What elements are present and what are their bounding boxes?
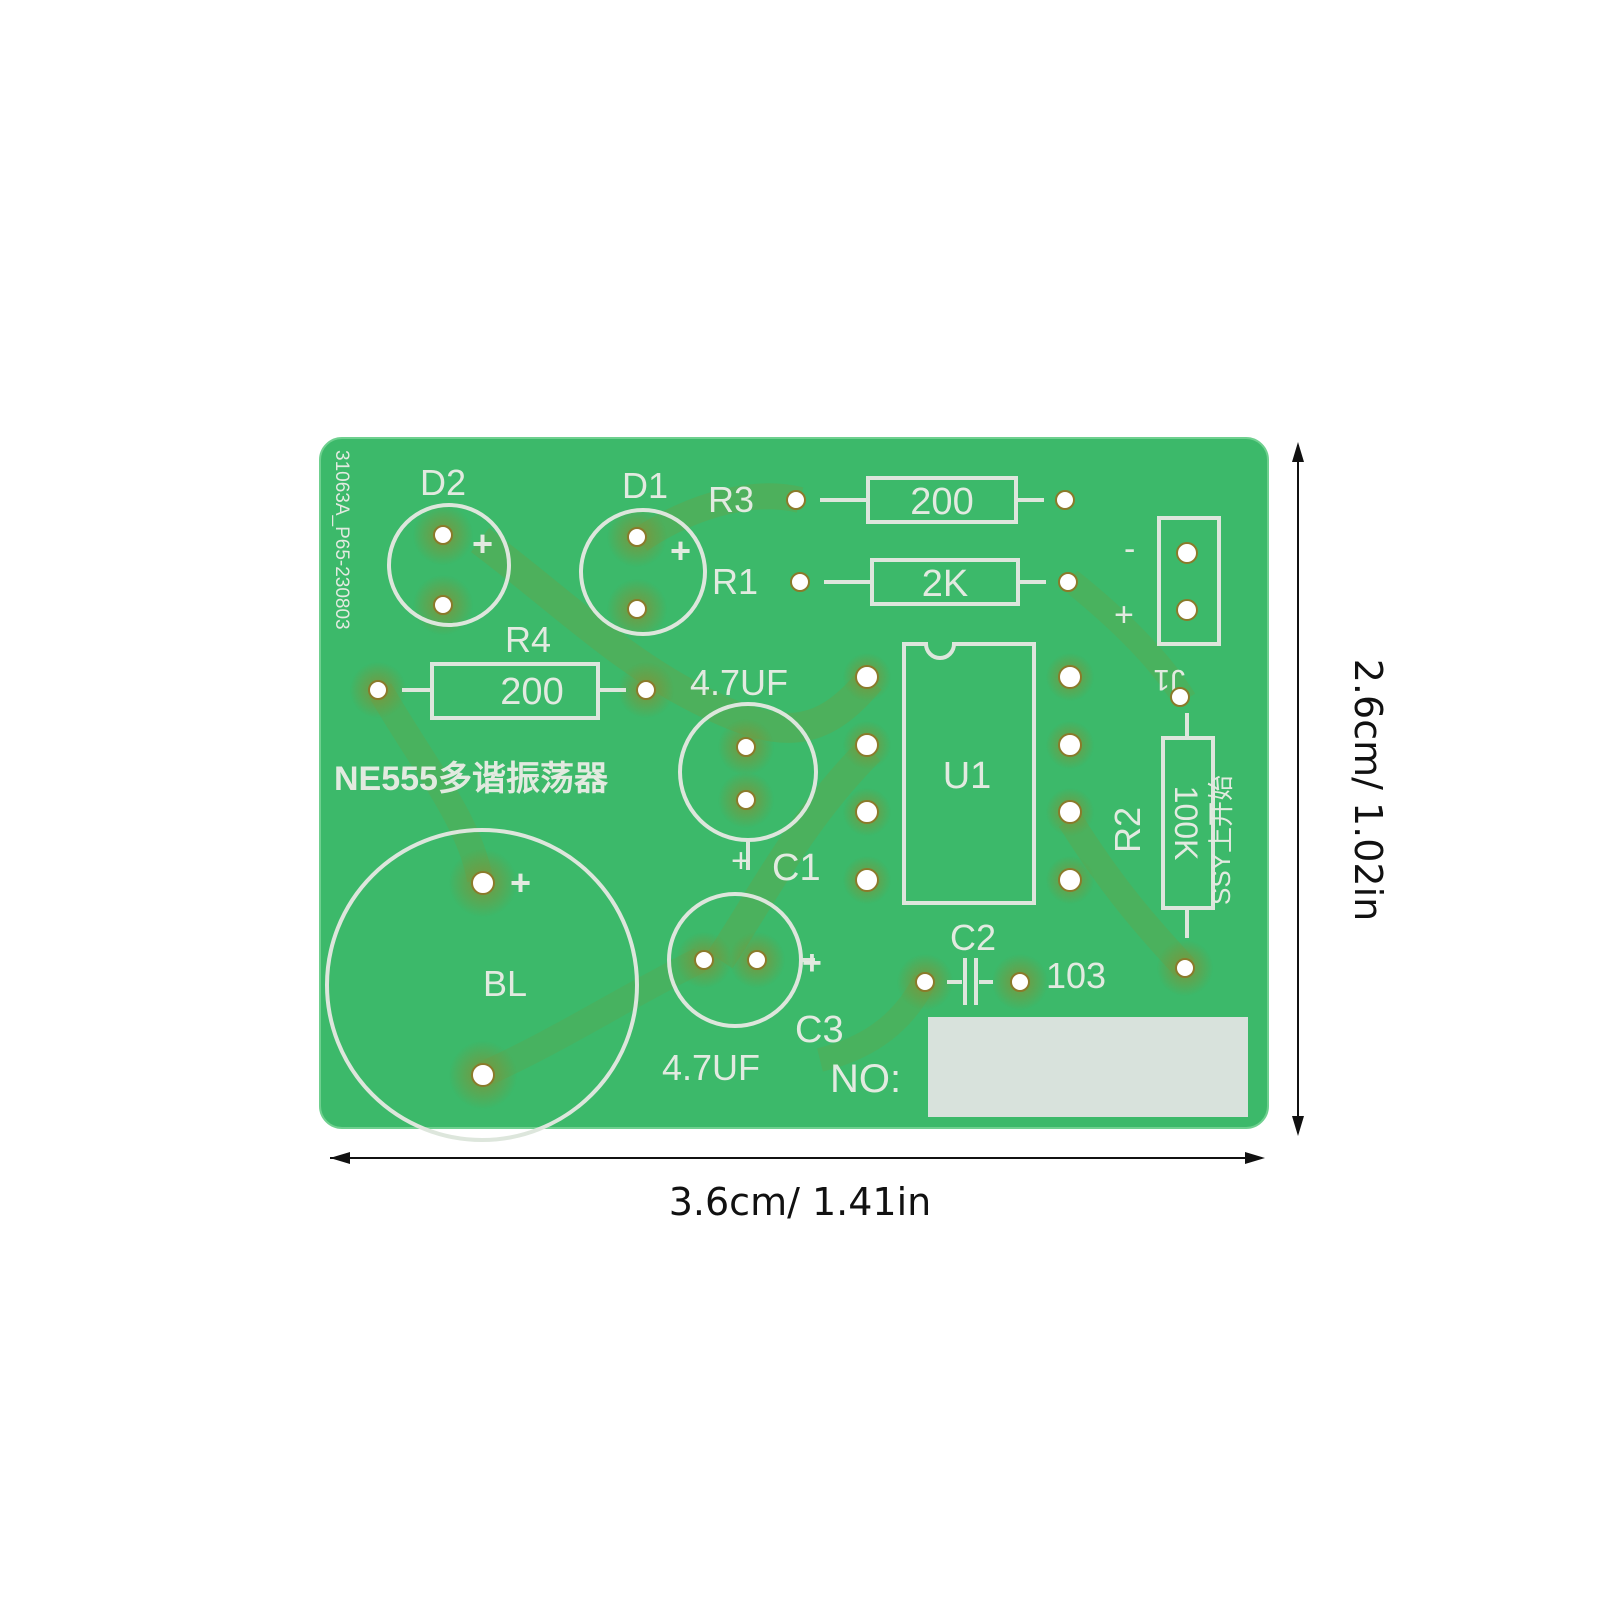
c1-plus-icon: + (731, 842, 751, 880)
number-field (928, 1017, 1248, 1117)
d2-plus-icon: + (472, 523, 493, 564)
r3-value: 200 (910, 481, 973, 523)
component-u1: U1 (855, 642, 1082, 905)
minus-icon: - (1124, 530, 1135, 568)
arrow-left-icon (330, 1152, 350, 1164)
r3-label: R3 (708, 479, 754, 520)
c3-plus-icon: + (802, 944, 822, 982)
width-dimension (330, 1152, 1265, 1164)
r4-value: 200 (500, 671, 563, 713)
component-c2: C2 103 (915, 917, 1106, 1005)
arrow-up-icon (1292, 442, 1304, 462)
d1-plus-icon: + (670, 530, 691, 571)
component-d1: D1 + (579, 465, 707, 636)
arrow-right-icon (1245, 1152, 1265, 1164)
r4-label: R4 (505, 619, 551, 660)
c1-label: C1 (772, 847, 821, 889)
component-r2: 100K R2 (1107, 713, 1215, 978)
component-c1: 4.7UF + C1 (678, 662, 821, 889)
arrow-down-icon (1292, 1116, 1304, 1136)
u1-label: U1 (943, 755, 992, 797)
number-label: NO: (830, 1057, 901, 1101)
d1-label: D1 (622, 465, 668, 506)
component-r3: R3 200 (708, 476, 1075, 524)
component-r4: R4 200 (368, 619, 656, 720)
plus-icon: + (1114, 596, 1134, 634)
r2-value: 100K (1168, 786, 1204, 861)
component-bl: + BL (325, 828, 639, 1142)
r1-value: 2K (922, 563, 968, 605)
width-label: 3.6cm/ 1.41in (668, 1180, 932, 1224)
r2-label: R2 (1107, 807, 1148, 853)
component-r1: R1 2K (712, 558, 1078, 606)
board-title: NE555多谐振荡器 (334, 760, 609, 798)
component-j1: J1 (1153, 663, 1190, 707)
component-c3: + C3 4.7UF (662, 892, 844, 1088)
power-connector: - + (1114, 516, 1221, 646)
c3-value: 4.7UF (662, 1047, 760, 1088)
c2-value: 103 (1046, 955, 1106, 996)
side-text: SSY上开始 (1206, 775, 1236, 905)
height-label: 2.6cm/ 1.02in (1346, 658, 1390, 922)
c2-label: C2 (950, 917, 996, 958)
bl-plus-icon: + (510, 862, 531, 903)
height-dimension (1292, 442, 1304, 1136)
c1-value: 4.7UF (690, 662, 788, 703)
r1-label: R1 (712, 561, 758, 602)
bl-label: BL (483, 963, 527, 1004)
d2-label: D2 (420, 462, 466, 503)
component-d2: D2 + (387, 462, 511, 627)
c3-label: C3 (795, 1009, 844, 1051)
serial-text: 31063A_P65-230803 (331, 450, 352, 630)
